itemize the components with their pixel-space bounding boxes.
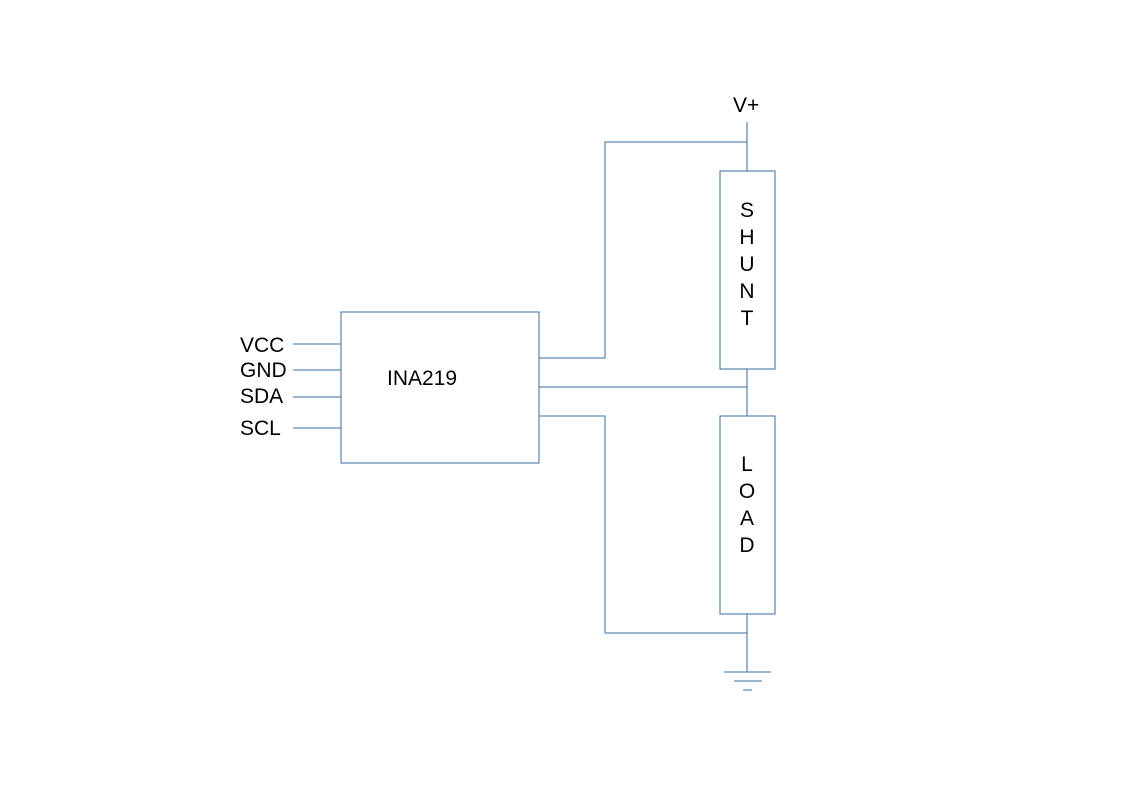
ina219-chip: INA219 (340, 311, 540, 464)
pin-label-sda: SDA (240, 385, 283, 408)
supply-label: V+ (733, 94, 759, 117)
pin-label-vcc: VCC (240, 334, 284, 357)
pin-label-gnd: GND (240, 359, 287, 382)
wire-vin-plus (539, 141, 747, 359)
ground-symbol (724, 671, 771, 691)
wire-vin-minus (539, 415, 747, 634)
chip-label: INA219 (387, 367, 457, 390)
pin-label-scl: SCL (240, 417, 281, 440)
